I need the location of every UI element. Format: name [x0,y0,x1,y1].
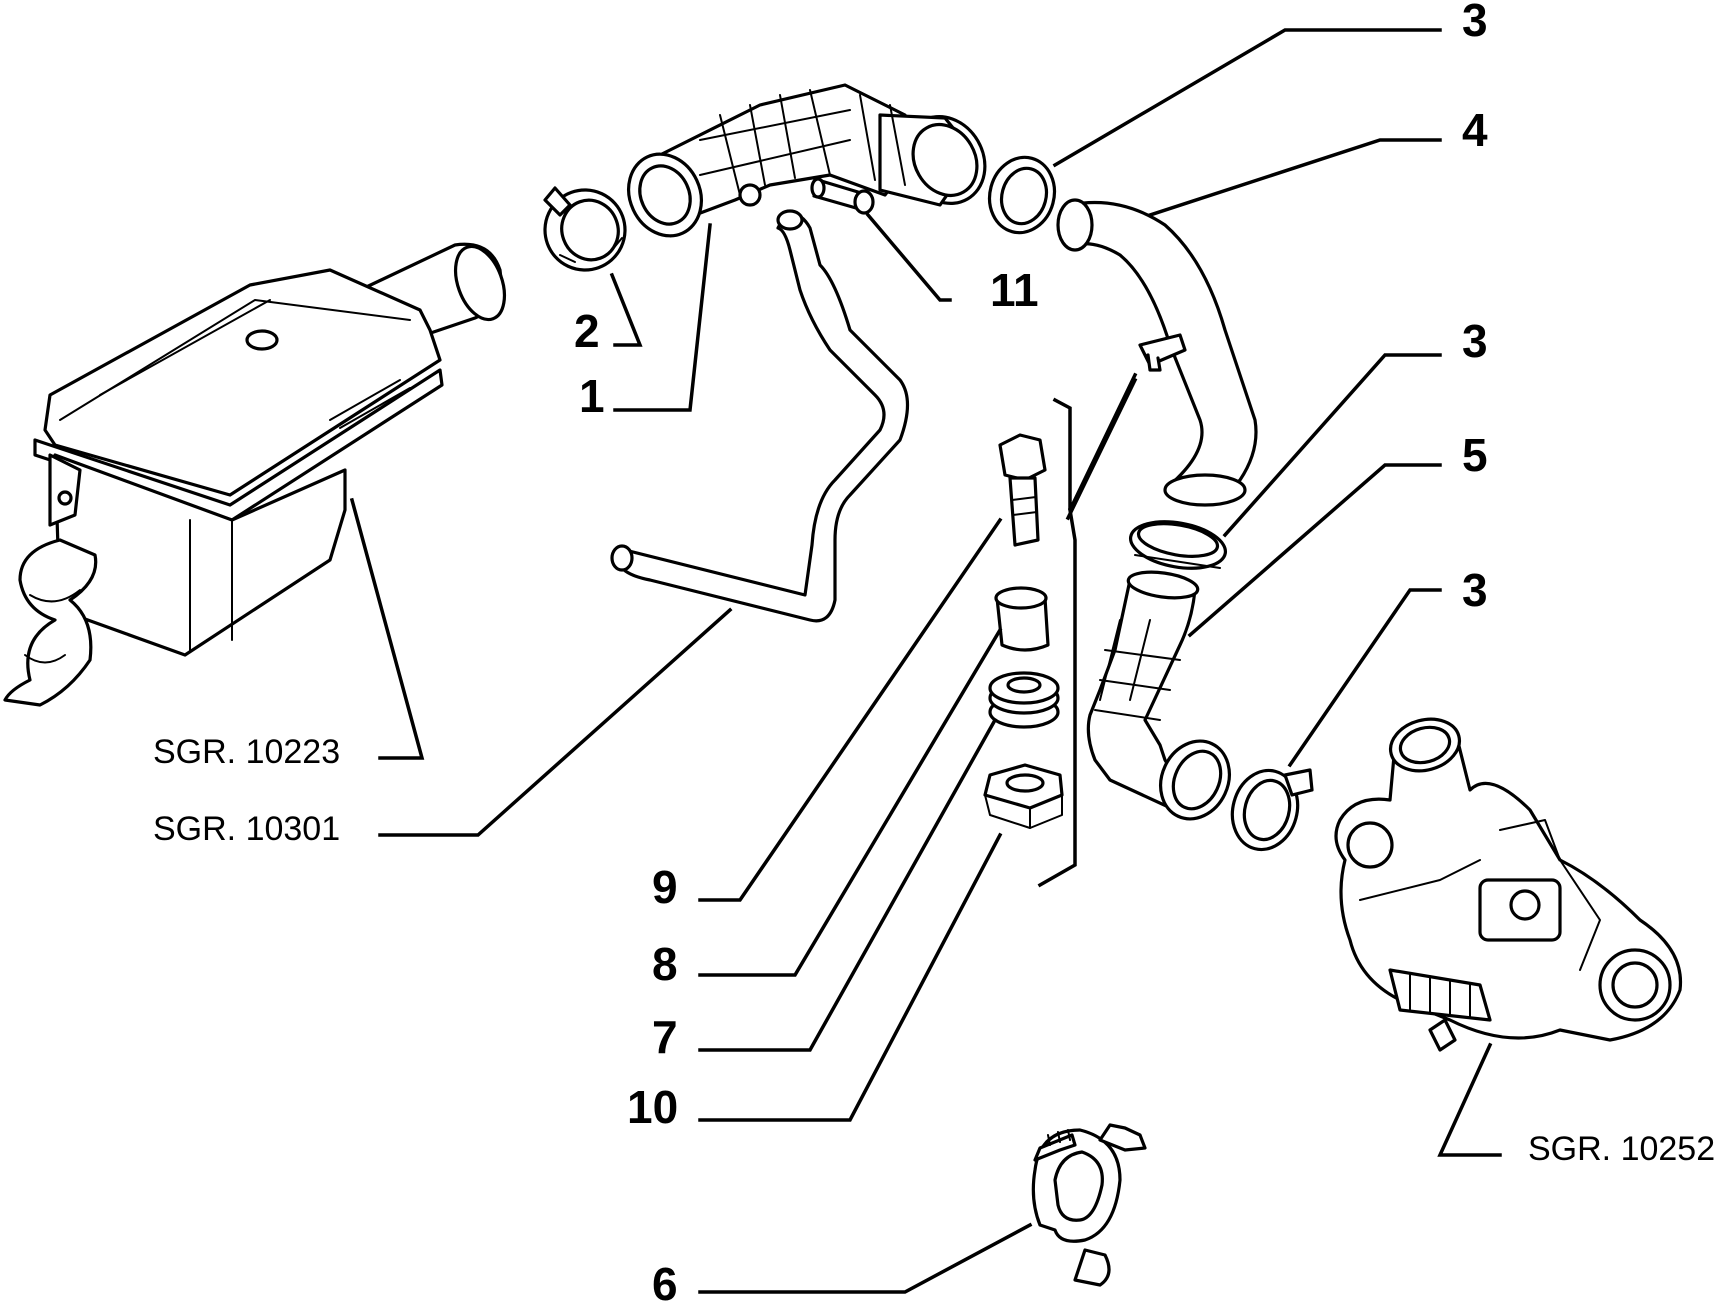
part-2-clamp [543,186,627,272]
part-4-hose [1056,198,1258,507]
part-8-spacer [994,586,1050,652]
leader-1 [613,223,712,412]
part-9-bolt [998,433,1047,547]
leader-2 [609,272,643,347]
turbocharger [1334,717,1683,1052]
leader-10301 [378,607,733,837]
ref-sgr-10223: SGR. 10223 [153,733,340,771]
leader-3c [1287,588,1442,768]
air-filter-housing [3,242,507,707]
callout-numbers: 1 2 11 3 4 3 5 3 9 8 7 10 6 [574,0,1488,1310]
callout-11: 11 [990,264,1039,316]
callout-8: 8 [652,938,678,990]
part-6-hose-clip [1031,1123,1147,1287]
leader-8 [698,627,1003,977]
leader-10252 [1437,1042,1502,1157]
leader-9 [698,517,1003,902]
leader-5 [1187,463,1442,638]
callout-3-top: 3 [1462,0,1488,46]
part-11-fitting [810,177,875,215]
leader-4 [1147,138,1442,218]
callout-10: 10 [627,1081,678,1133]
leader-11 [865,212,952,302]
part-3-clamp-lower [1230,768,1314,852]
leader-3a [1052,28,1442,168]
leader-10 [698,832,1003,1122]
part-3-clamp-middle [1128,520,1228,570]
callout-7: 7 [652,1011,678,1063]
leader-6 [698,1222,1033,1294]
part-1-intake-duct [627,83,987,238]
callout-2: 2 [574,305,600,357]
callout-4: 4 [1462,104,1488,156]
callout-1: 1 [579,370,605,422]
group-bracket [1037,372,1138,888]
ref-sgr-10252: SGR. 10252 [1528,1130,1715,1168]
part-5-elbow-duct [1086,570,1231,821]
leader-lines [349,28,1502,1294]
part-3-clamp-top [987,155,1057,235]
breather-pipe [610,209,910,623]
callout-9: 9 [652,861,678,913]
part-10-nut [983,763,1064,829]
callout-3-lower: 3 [1462,564,1488,616]
leader-7 [698,717,998,1052]
callout-6: 6 [652,1258,678,1310]
callout-5: 5 [1462,429,1488,481]
reference-labels: SGR. 10223 SGR. 10301 SGR. 10252 [153,733,1715,1168]
ref-sgr-10301: SGR. 10301 [153,810,340,848]
part-7-grommet [988,671,1060,729]
leader-10223 [349,497,425,760]
leader-3b [1222,353,1442,538]
callout-3-middle: 3 [1462,315,1488,367]
